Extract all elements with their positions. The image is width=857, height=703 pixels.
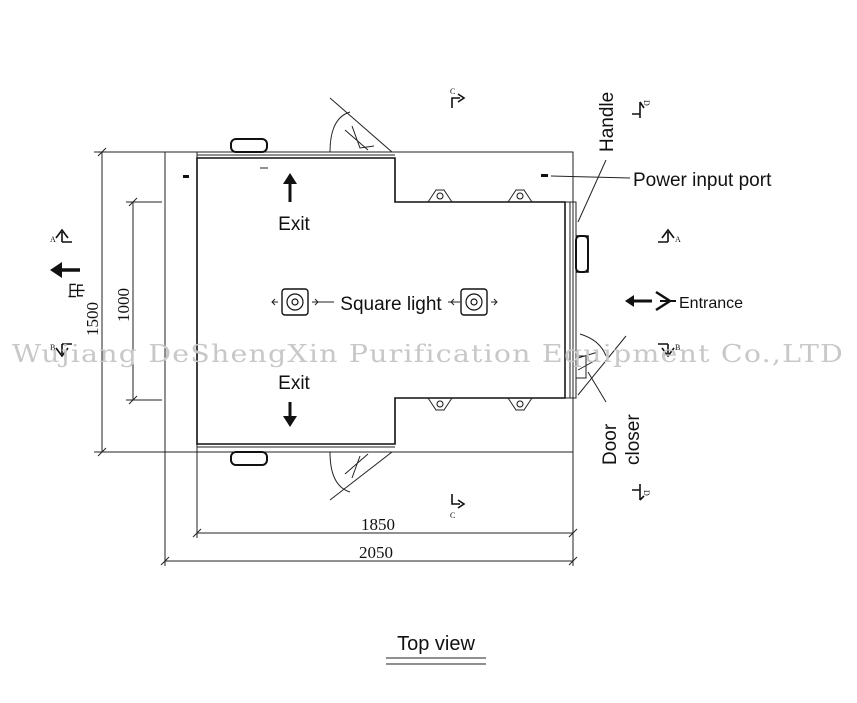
section-mark-c-bottom [451,494,466,509]
door-closer-label-line2: closer [623,414,644,465]
door-swing-line [577,335,627,396]
watermark: Wujiang DeShengXin Purification Equipmen… [12,340,844,368]
power-port-mark [541,174,548,177]
door-closer-label-line1: Door [600,423,621,465]
chinese-exit-label: 出 [66,282,85,299]
top-door-swing-arc [329,111,351,153]
section-mark-d-top [632,101,645,118]
section-c-bottom-label: C [450,511,455,520]
bottom-door-swing-arc [329,451,351,493]
caster-top-right [507,189,533,203]
dimension-1500 [94,147,165,457]
caster-top-left [427,189,453,203]
square-light-right-icon [450,288,498,316]
exit-arrow-down-icon [283,402,297,427]
cabinet-outer-outline [164,151,574,453]
top-view-caption: Top view [397,633,475,655]
top-door-closer [344,125,375,151]
section-b-right-label: B [675,343,680,352]
exit-label-top: Exit [278,214,310,235]
top-handle [230,138,268,153]
section-a-left-label: A [50,235,56,244]
dimension-1500-label: 1500 [83,302,102,336]
entrance-label: Entrance [679,295,743,312]
dimension-1000 [126,197,162,405]
dimension-1850 [192,452,578,538]
section-mark-a-right [658,228,675,243]
section-c-top-label: C [450,87,455,96]
section-b-left-label: B [50,343,55,352]
top-door-swing-line [329,97,393,153]
section-d-bottom-label: D [642,490,651,496]
dimension-2050-label: 2050 [359,543,393,562]
entrance-handle-grip [575,235,589,273]
section-mark-d-bottom [632,484,645,501]
dimension-1850-label: 1850 [361,515,395,534]
bottom-door-closer [344,453,369,479]
square-light-left-icon [271,288,319,316]
power-input-port-label: Power input port [633,170,772,191]
section-a-right-label: A [675,235,681,244]
section-mark-a-left [55,228,72,243]
section-mark-b-right [658,343,675,358]
exit-arrow-up-icon [283,173,297,202]
entrance-arrow-icon [625,290,676,312]
caster-bottom-right [507,397,533,411]
dimension-2050 [160,452,578,566]
section-mark-c-top [451,93,466,108]
dimension-1000-label: 1000 [114,288,133,322]
section-mark-b-left [55,343,72,358]
door-closer-arm [577,351,599,371]
door-swing-arc [579,333,607,357]
bottom-door-swing-line [329,451,393,501]
left-exit-arrow-icon [50,262,80,278]
left-port-mark [183,175,189,178]
handle-leader [577,159,607,223]
power-input-port-leader [550,175,631,179]
entrance-door-handle [576,235,589,273]
door-closer-leader [587,371,607,403]
caster-bottom-left [427,397,453,411]
handle-label: Handle [597,92,618,152]
bottom-handle [230,451,268,466]
square-light-label: Square light [340,294,442,315]
section-d-top-label: D [642,100,651,106]
door-closer-body [575,355,587,379]
exit-label-bottom: Exit [278,373,310,394]
